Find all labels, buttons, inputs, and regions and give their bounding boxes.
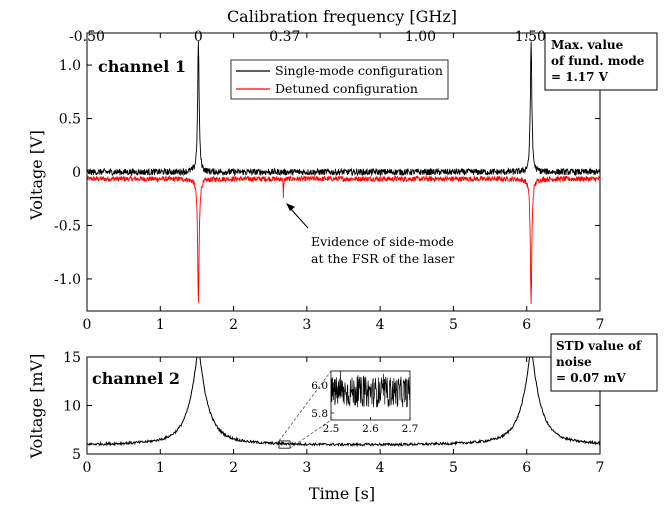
top-axis-tick-label: 0 (194, 29, 203, 45)
channel-1-x-ticks: 0 1 2 3 4 5 6 7 (83, 33, 605, 333)
channel-1-x-tick-label: 1 (156, 317, 165, 333)
channel-1-y-axis-label: Voltage [V] (27, 130, 46, 221)
channel-1-x-tick-label: 5 (449, 317, 458, 333)
inset-y-tick-label: 5.8 (311, 408, 328, 420)
channel-1-series (86, 40, 601, 304)
max-value-line-2: of fund. mode (551, 54, 645, 68)
top-axis-tick-label: 0.37 (269, 29, 300, 45)
zoom-connector-line (289, 419, 332, 449)
channel-1-x-tick-label: 7 (596, 317, 605, 333)
std-value-line-2: noise (556, 355, 592, 369)
legend-label-single-mode: Single-mode configuration (275, 63, 443, 78)
std-value-line-1: STD value of (556, 339, 642, 353)
top-axis-tick-label: 1.00 (405, 29, 436, 45)
channel-1-y-tick-label: -0.5 (54, 218, 81, 234)
channel-1-y-ticks: 1.0 0.5 0 -0.5 -1.0 (54, 58, 600, 288)
channel-1-x-tick-label: 2 (229, 317, 238, 333)
max-value-line-1: Max. value (551, 38, 624, 52)
channel-2-y-tick-label: 5 (72, 447, 81, 463)
annotation-line-2: at the FSR of the laser (311, 251, 454, 266)
channel-2-y-axis-label: Voltage [mV] (27, 354, 46, 460)
channel-2-x-tick-label: 6 (522, 460, 531, 476)
channel-2-series (86, 356, 601, 448)
channel-2-x-tick-label: 4 (376, 460, 385, 476)
channel-2-x-tick-label: 0 (83, 460, 92, 476)
channel-1-y-tick-label: -1.0 (54, 272, 81, 288)
series-line-channel-2 (86, 356, 601, 448)
channel-1-y-tick-label: 1.0 (59, 58, 81, 74)
noise-inset: 2.5 2.6 2.7 6.0 5.8 (278, 370, 419, 449)
top-axis-tick-label: 1.50 (515, 29, 546, 45)
channel-2-x-tick-label: 5 (449, 460, 458, 476)
zoom-region-marker (278, 440, 291, 449)
channel-1-panel-label: channel 1 (98, 57, 186, 76)
channel-2-y-ticks: 15 10 5 (63, 350, 600, 463)
channel-1-x-tick-label: 4 (376, 317, 385, 333)
channel-1-y-tick-label: 0.5 (59, 112, 81, 128)
inset-x-tick-label: 2.7 (402, 423, 419, 435)
legend-box (230, 59, 449, 100)
inset-x-tick-label: 2.5 (323, 423, 340, 435)
annotation-arrowhead (286, 203, 295, 211)
top-axis-title: Calibration frequency [GHz] (227, 7, 457, 26)
channel-1-y-tick-label: 0 (72, 165, 81, 181)
std-value-line-3: = 0.07 mV (556, 371, 626, 385)
channel-1-x-tick-label: 0 (83, 317, 92, 333)
channel-2-y-tick-label: 10 (63, 399, 81, 415)
channel-2-panel-label: channel 2 (92, 369, 180, 388)
side-mode-annotation: Evidence of side-mode at the FSR of the … (286, 203, 454, 266)
channel-2-x-tick-label: 7 (596, 460, 605, 476)
channel-2-x-axis-label: Time [s] (309, 484, 375, 503)
channel-2-x-tick-label: 1 (156, 460, 165, 476)
inset-series-line (330, 370, 411, 408)
annotation-line-1: Evidence of side-mode (311, 234, 454, 249)
channel-2-y-tick-label: 15 (63, 350, 81, 366)
channel-2-panel: 15 10 5 0 1 2 3 4 5 6 7 Voltage [mV] Time [s] cha… (27, 333, 658, 503)
channel-1-panel: Calibration frequency [GHz] -0.5 0 0 0.37 1.… (27, 7, 658, 333)
channel-2-x-tick-label: 2 (229, 460, 238, 476)
inset-x-tick-label: 2.6 (362, 423, 379, 435)
legend: Single-mode configuration Detuned config… (230, 59, 449, 100)
zoom-connector-line (278, 370, 332, 442)
channel-2-x-tick-label: 3 (302, 460, 311, 476)
max-value-line-3: = 1.17 V (551, 70, 609, 84)
legend-label-detuned: Detuned configuration (275, 81, 418, 96)
std-value-box-frame (550, 333, 658, 392)
std-value-box: STD value of noise = 0.07 mV (550, 333, 658, 392)
max-value-box: Max. value of fund. mode = 1.17 V (544, 32, 658, 91)
channel-1-x-tick-label: 3 (302, 317, 311, 333)
inset-y-tick-label: 6.0 (311, 380, 328, 392)
channel-2-x-ticks: 0 1 2 3 4 5 6 7 (83, 357, 605, 476)
series-line-detuned (86, 174, 601, 304)
series-line-single-mode (86, 40, 601, 177)
channel-1-x-tick-label: 6 (522, 317, 531, 333)
max-value-box-frame (544, 32, 658, 91)
annotation-arrow (289, 207, 309, 229)
